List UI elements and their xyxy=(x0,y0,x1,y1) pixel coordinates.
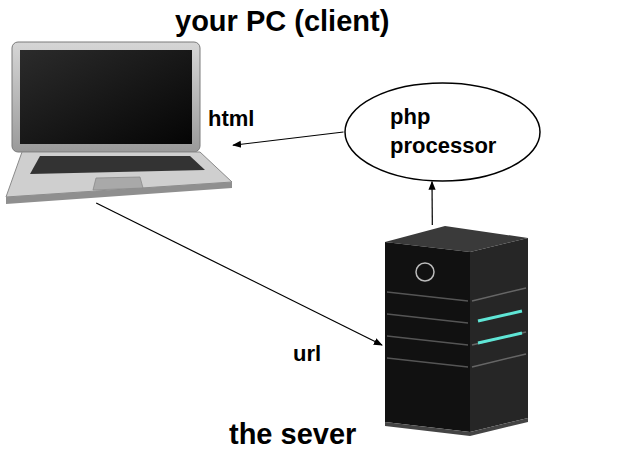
drive-bay-line xyxy=(387,358,468,367)
drive-bay-line xyxy=(472,288,526,301)
arrow-connector xyxy=(431,182,433,225)
edge-label: html xyxy=(206,106,256,131)
arrow-connector xyxy=(233,132,344,145)
text-block: php processor xyxy=(390,103,508,160)
client-computer: your PC (client) xyxy=(5,38,233,203)
arrow-connector xyxy=(96,203,382,345)
ellipse-outline xyxy=(344,82,541,182)
server-side xyxy=(470,238,528,432)
drive-bay-line xyxy=(387,292,468,301)
server-foot xyxy=(385,418,528,436)
processor-ellipse: php processor xyxy=(344,82,541,182)
node-heading: your PC (client) xyxy=(175,5,389,38)
server-computer: the sever xyxy=(382,225,530,432)
laptop-touchpad xyxy=(93,177,143,190)
text-block: the sever xyxy=(229,418,356,451)
edge-label: url xyxy=(291,341,323,366)
status-led xyxy=(478,333,522,343)
server-logo xyxy=(416,263,434,281)
heading-holder: the sever xyxy=(229,418,356,451)
drive-bay-line xyxy=(387,314,468,323)
text-block: your PC (client) xyxy=(175,5,389,38)
drive-bay-line xyxy=(472,354,526,367)
laptop-illustration xyxy=(6,42,232,204)
drive-bay-line xyxy=(387,336,468,345)
server-illustration xyxy=(385,226,528,436)
drive-bay-line xyxy=(472,332,526,345)
status-led xyxy=(478,311,522,321)
laptop-keyboard xyxy=(30,156,205,174)
node-text: php processor xyxy=(390,103,508,160)
ellipse-shape xyxy=(345,83,540,181)
node-heading: the sever xyxy=(229,418,356,451)
heading-holder: your PC (client) xyxy=(175,5,389,38)
laptop-lid xyxy=(12,42,200,152)
server-front xyxy=(385,242,470,432)
laptop-screen xyxy=(20,50,192,144)
